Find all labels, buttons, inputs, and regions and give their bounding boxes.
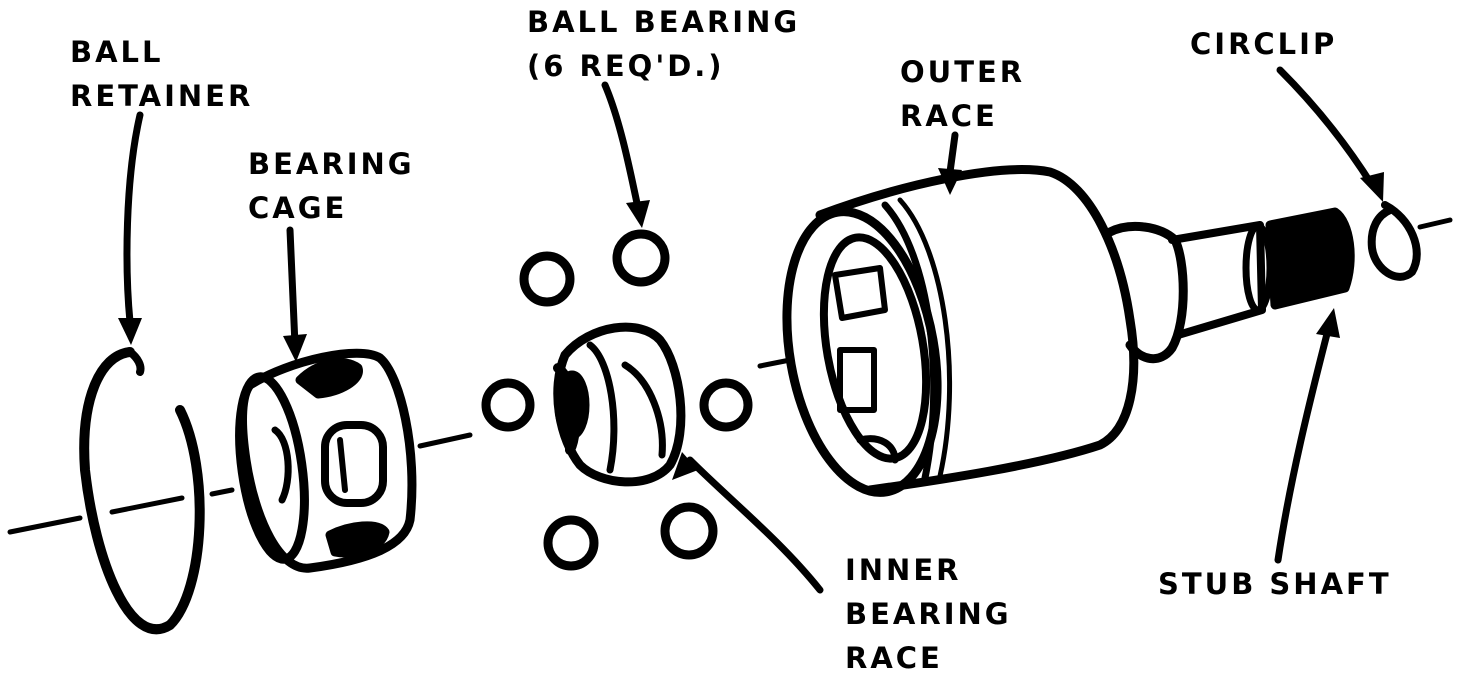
label-inner-bearing-race-line-3: RACE <box>845 641 943 675</box>
ball-bearing-2 <box>519 251 575 307</box>
inner-bearing-race <box>553 322 686 487</box>
ball-bearing-1 <box>612 229 670 287</box>
label-bearing-cage: BEARING CAGE <box>248 142 415 230</box>
label-outer-race-line-2: RACE <box>900 99 998 133</box>
label-ball-bearing-line-1: BALL BEARING <box>527 5 801 39</box>
label-circlip: CIRCLIP <box>1190 22 1337 66</box>
label-outer-race: OUTER RACE <box>900 50 1025 138</box>
label-stub-shaft-line-1: STUB SHAFT <box>1158 567 1392 601</box>
label-circlip-line-1: CIRCLIP <box>1190 27 1338 61</box>
label-ball-bearing-line-2: (6 REQ'D.) <box>527 49 725 83</box>
stub-shaft <box>1105 207 1355 363</box>
label-outer-race-line-1: OUTER <box>900 55 1026 89</box>
label-ball-retainer: BALL RETAINER <box>70 30 253 118</box>
label-inner-bearing-race-line-1: INNER <box>845 553 962 587</box>
label-inner-bearing-race-line-2: BEARING <box>845 597 1012 631</box>
label-stub-shaft: STUB SHAFT <box>1158 562 1392 606</box>
label-inner-bearing-race: INNER BEARING RACE <box>845 548 1012 680</box>
ball-bearing-5 <box>543 515 599 571</box>
bearing-cage <box>235 348 417 573</box>
circlip <box>1367 201 1421 281</box>
ball-bearing-6 <box>660 502 718 560</box>
label-ball-retainer-line-1: BALL <box>70 35 164 69</box>
ball-bearing-3 <box>481 378 535 432</box>
center-axis <box>7 217 1453 535</box>
outer-race <box>782 165 1139 497</box>
label-ball-retainer-line-2: RETAINER <box>70 79 254 113</box>
label-ball-bearing: BALL BEARING (6 REQ'D.) <box>527 0 800 88</box>
label-bearing-cage-line-1: BEARING <box>248 147 415 181</box>
ball-bearing-4 <box>699 378 753 432</box>
leader-lines <box>123 66 1376 594</box>
ball-retainer-ring <box>79 347 205 635</box>
label-bearing-cage-line-2: CAGE <box>248 191 348 225</box>
arrow-heads <box>118 168 1384 480</box>
ball-bearings <box>481 229 753 571</box>
